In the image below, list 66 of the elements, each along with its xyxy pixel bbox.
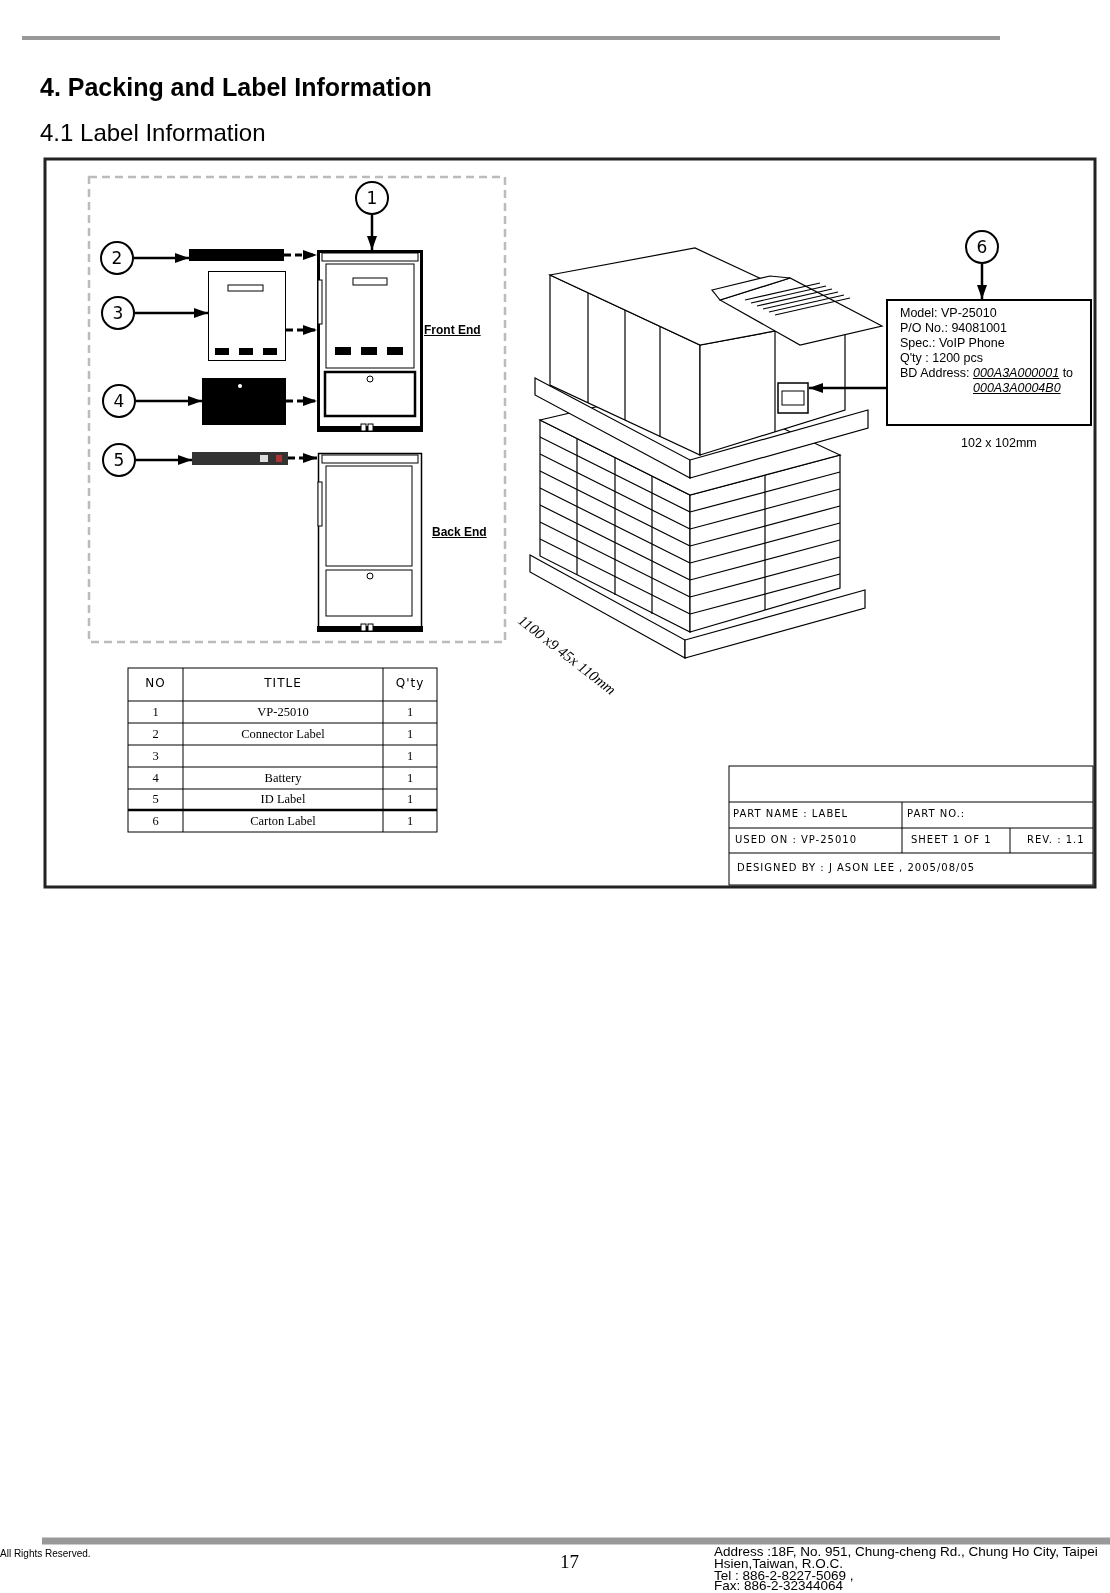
- arrow: [977, 264, 987, 299]
- page-number: 17: [560, 1551, 579, 1573]
- arrow: [136, 396, 202, 406]
- label-line: Q'ty : 1200 pcs: [900, 351, 984, 366]
- item-quantity: 1: [405, 727, 415, 742]
- title-block-text: PART NO.:: [907, 808, 966, 819]
- label-line: BD Address: 000A3A000001 to 000A3A0004B0: [900, 366, 1075, 396]
- item-number: 4: [151, 771, 160, 786]
- title-block-text: SHEET 1 OF 1: [911, 834, 992, 845]
- item-quantity: 1: [405, 705, 415, 720]
- callout-number: 1: [355, 181, 389, 215]
- item-number: 1: [151, 705, 160, 720]
- item-title: Connector Label: [240, 727, 326, 742]
- table-header: TITLE: [263, 676, 303, 690]
- phone-front-drawing: [317, 250, 423, 432]
- item-quantity: 1: [405, 814, 415, 829]
- arrow: [134, 253, 189, 263]
- dashed-arrow: [286, 325, 317, 335]
- callout-number: 5: [102, 443, 136, 477]
- label-line: Spec.: VoIP Phone: [900, 336, 1006, 351]
- phone-text: Tel : 886-2-8227-5069 ,: [714, 1570, 854, 1581]
- carton-label-box: [886, 299, 1092, 426]
- dashed-arrow: [286, 396, 317, 406]
- title-block-text: REV. : 1.1: [1027, 834, 1085, 845]
- page-heading: 4. Packing and Label Information: [40, 73, 432, 102]
- title-block-text: PART NAME : LABEL: [733, 808, 849, 819]
- table-header: NO: [144, 676, 167, 690]
- item-number: 6: [151, 814, 160, 829]
- title-block-text: DESIGNED BY : J ASON LEE , 2005/08/05: [737, 862, 976, 873]
- dashed-arrow: [284, 250, 317, 260]
- item-title: ID Label: [259, 792, 307, 807]
- arrow: [136, 455, 192, 465]
- item-quantity: 1: [405, 749, 415, 764]
- size-note: 102 x 102mm: [961, 436, 1037, 450]
- copyright-note: All Rights Reserved.: [0, 1548, 91, 1559]
- item-number: 2: [151, 727, 160, 742]
- arrow: [135, 308, 208, 318]
- section-heading: 4.1 Label Information: [40, 119, 266, 147]
- phone-back-drawing: [317, 452, 423, 632]
- fax-text: Fax: 886-2-32344064: [714, 1580, 844, 1591]
- table-header: Q'ty: [394, 676, 426, 690]
- item-quantity: 1: [405, 792, 415, 807]
- arrow: [809, 383, 886, 393]
- callout-number: 6: [965, 230, 999, 264]
- item-title: Battery: [263, 771, 303, 786]
- carton-label-spot: [777, 382, 809, 414]
- view-caption: Front End: [424, 323, 481, 337]
- view-caption: Back End: [432, 525, 487, 539]
- label-strip: [189, 249, 284, 261]
- address-text: Address :18F, No. 951, Chung-cheng Rd., Chung Ho City, Taipei Hsien,Taiwan, R.O.C.: [714, 1546, 1099, 1570]
- callout-number: 3: [101, 296, 135, 330]
- item-title: Carton Label: [249, 814, 317, 829]
- title-block-text: USED ON : VP-25010: [735, 834, 857, 845]
- id-label-strip: [192, 452, 288, 465]
- label-line: P/O No.: 94081001: [900, 321, 1009, 336]
- item-number: 3: [151, 749, 160, 764]
- item-quantity: 1: [405, 771, 415, 786]
- label-line: Model: VP-25010: [900, 306, 998, 321]
- sticker-sheet-drawing: [208, 271, 286, 361]
- item-title: VP-25010: [256, 705, 310, 720]
- callout-number: 4: [102, 384, 136, 418]
- dashed-arrow: [288, 453, 317, 463]
- battery-cover-sticker: [202, 378, 286, 425]
- item-number: 5: [151, 792, 160, 807]
- arrow: [367, 215, 377, 250]
- callout-number: 2: [100, 241, 134, 275]
